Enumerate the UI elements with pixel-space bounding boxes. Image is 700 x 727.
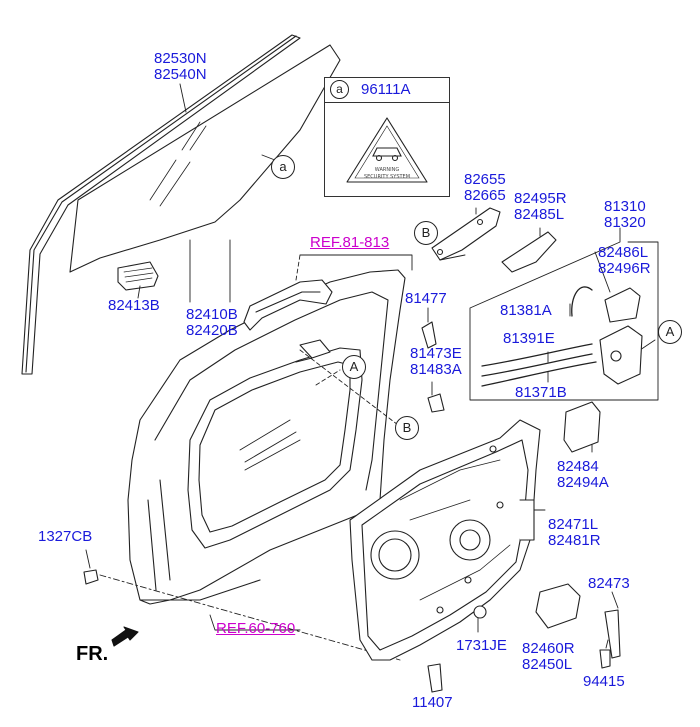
inset-part-no: 96111A <box>361 81 411 98</box>
inset-header: a 96111A <box>325 78 449 103</box>
callout-b-upper: B <box>414 221 438 245</box>
part-label: 82460R <box>522 640 575 657</box>
inset-callout: a <box>330 80 349 99</box>
part-label: 82655 <box>464 171 506 188</box>
cables <box>481 286 597 387</box>
part-label: 82494A <box>557 474 609 491</box>
part-label: 82484 <box>557 458 599 475</box>
part-label: 1731JE <box>456 637 507 654</box>
part-label: 82471L <box>548 516 599 533</box>
part-label: 82496R <box>598 260 651 277</box>
outside-handle <box>243 279 333 331</box>
part-label: 81473E <box>410 345 462 362</box>
sticker-line-2: SECURITY SYSTEM <box>363 174 411 180</box>
callout-a-door: A <box>342 355 366 379</box>
part-label: 82410B <box>186 306 238 323</box>
bracket-2 <box>501 231 557 273</box>
front-direction-label: FR. <box>76 643 109 665</box>
part-label: 82473 <box>588 575 630 592</box>
part-label: 81320 <box>604 214 646 231</box>
glass-clip <box>117 261 159 291</box>
part-label: 82481R <box>548 532 601 549</box>
part-label: 94415 <box>583 673 625 690</box>
part-label: 81391E <box>503 330 555 347</box>
window-glass <box>21 34 341 375</box>
door-shell <box>127 269 406 605</box>
callout-a: a <box>271 155 295 179</box>
front-arrow <box>111 626 139 647</box>
warning-sticker <box>346 117 428 183</box>
inset-box: a 96111A WARNING SECURITY SYSTEM <box>324 77 450 197</box>
callout-a-latch: A <box>658 320 682 344</box>
part-label: 82495R <box>514 190 567 207</box>
part-label: 82420B <box>186 322 238 339</box>
part-label: 81483A <box>410 361 462 378</box>
ref-label-upper: REF.81-813 <box>310 234 390 251</box>
part-label: 82486L <box>598 244 649 261</box>
upper-bracket <box>431 207 501 261</box>
door-module-panel <box>349 419 541 661</box>
part-label: 81310 <box>604 198 646 215</box>
fasteners <box>83 321 621 693</box>
callout-b-door: B <box>395 416 419 440</box>
part-label: 82485L <box>514 206 565 223</box>
part-label: 82413B <box>108 297 160 314</box>
part-label: 82665 <box>464 187 506 204</box>
part-label: 82450L <box>522 656 573 673</box>
part-label: 81381A <box>500 302 552 319</box>
ref-label-lower: REF.60-760 <box>216 620 296 637</box>
part-label: 11407 <box>412 694 453 711</box>
part-label: 82530N <box>154 50 207 67</box>
part-label: 82540N <box>154 66 207 83</box>
latch-assembly <box>599 287 643 385</box>
latch-motor <box>535 583 581 629</box>
part-label: 1327CB <box>38 528 93 545</box>
part-label: 81371B <box>515 384 567 401</box>
sticker-line-1: WARNING <box>374 167 400 173</box>
part-label: 81477 <box>405 290 447 307</box>
window-rail <box>563 401 601 453</box>
leader-lines <box>85 83 659 693</box>
